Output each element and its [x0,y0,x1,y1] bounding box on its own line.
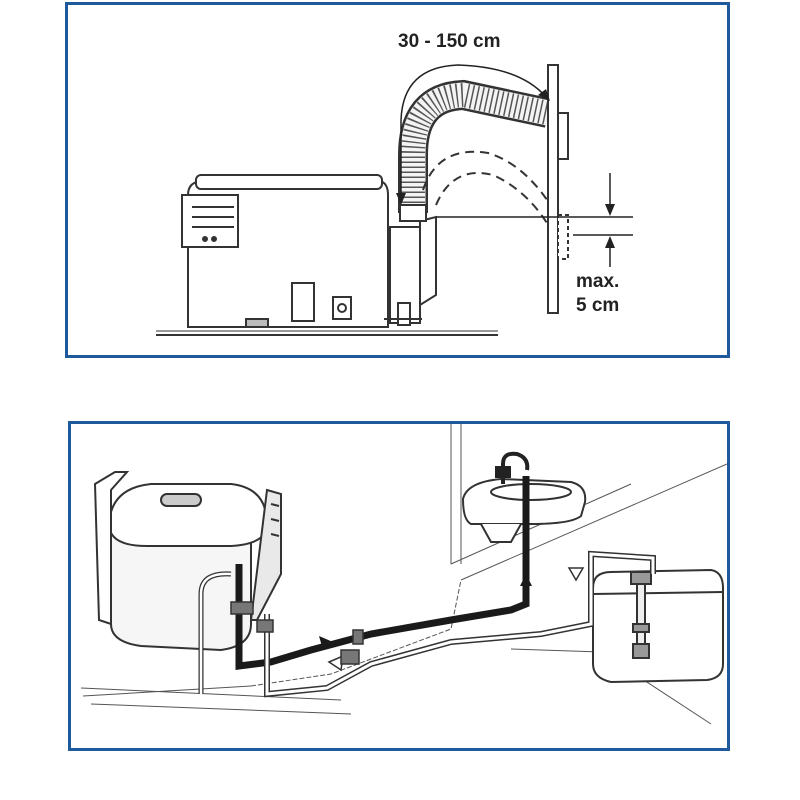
top-diagram-panel: 30 - 150 cm max. 5 cm [65,2,730,358]
alternative-route-dashed [422,150,559,218]
fresh-water-pipe [235,476,530,670]
alternative-route-dashed-2 [435,172,557,240]
flexible-hose [398,79,552,222]
water-connection-diagram [80,424,727,725]
toilet-unit-bottom [93,471,282,652]
toilet-unit [181,174,389,328]
flow-arrow-up [520,574,532,586]
flow-arrow-supply [319,636,333,650]
water-tank [592,568,724,684]
length-dimension-arrow [396,64,550,205]
bottom-diagram-panel [68,421,730,751]
valve-icon [230,601,364,665]
hose-length-label: 30 - 150 cm [398,31,500,52]
max-label-line2: 5 cm [576,295,619,316]
fan-housing [384,215,437,326]
flow-arrow-tank [567,567,585,582]
faucet-icon [495,451,530,484]
outer-wall [547,64,569,314]
height-dimension [436,173,633,267]
ventilation-hose-diagram: 30 - 150 cm max. 5 cm [156,31,633,336]
max-label-line1: max. [576,271,619,292]
